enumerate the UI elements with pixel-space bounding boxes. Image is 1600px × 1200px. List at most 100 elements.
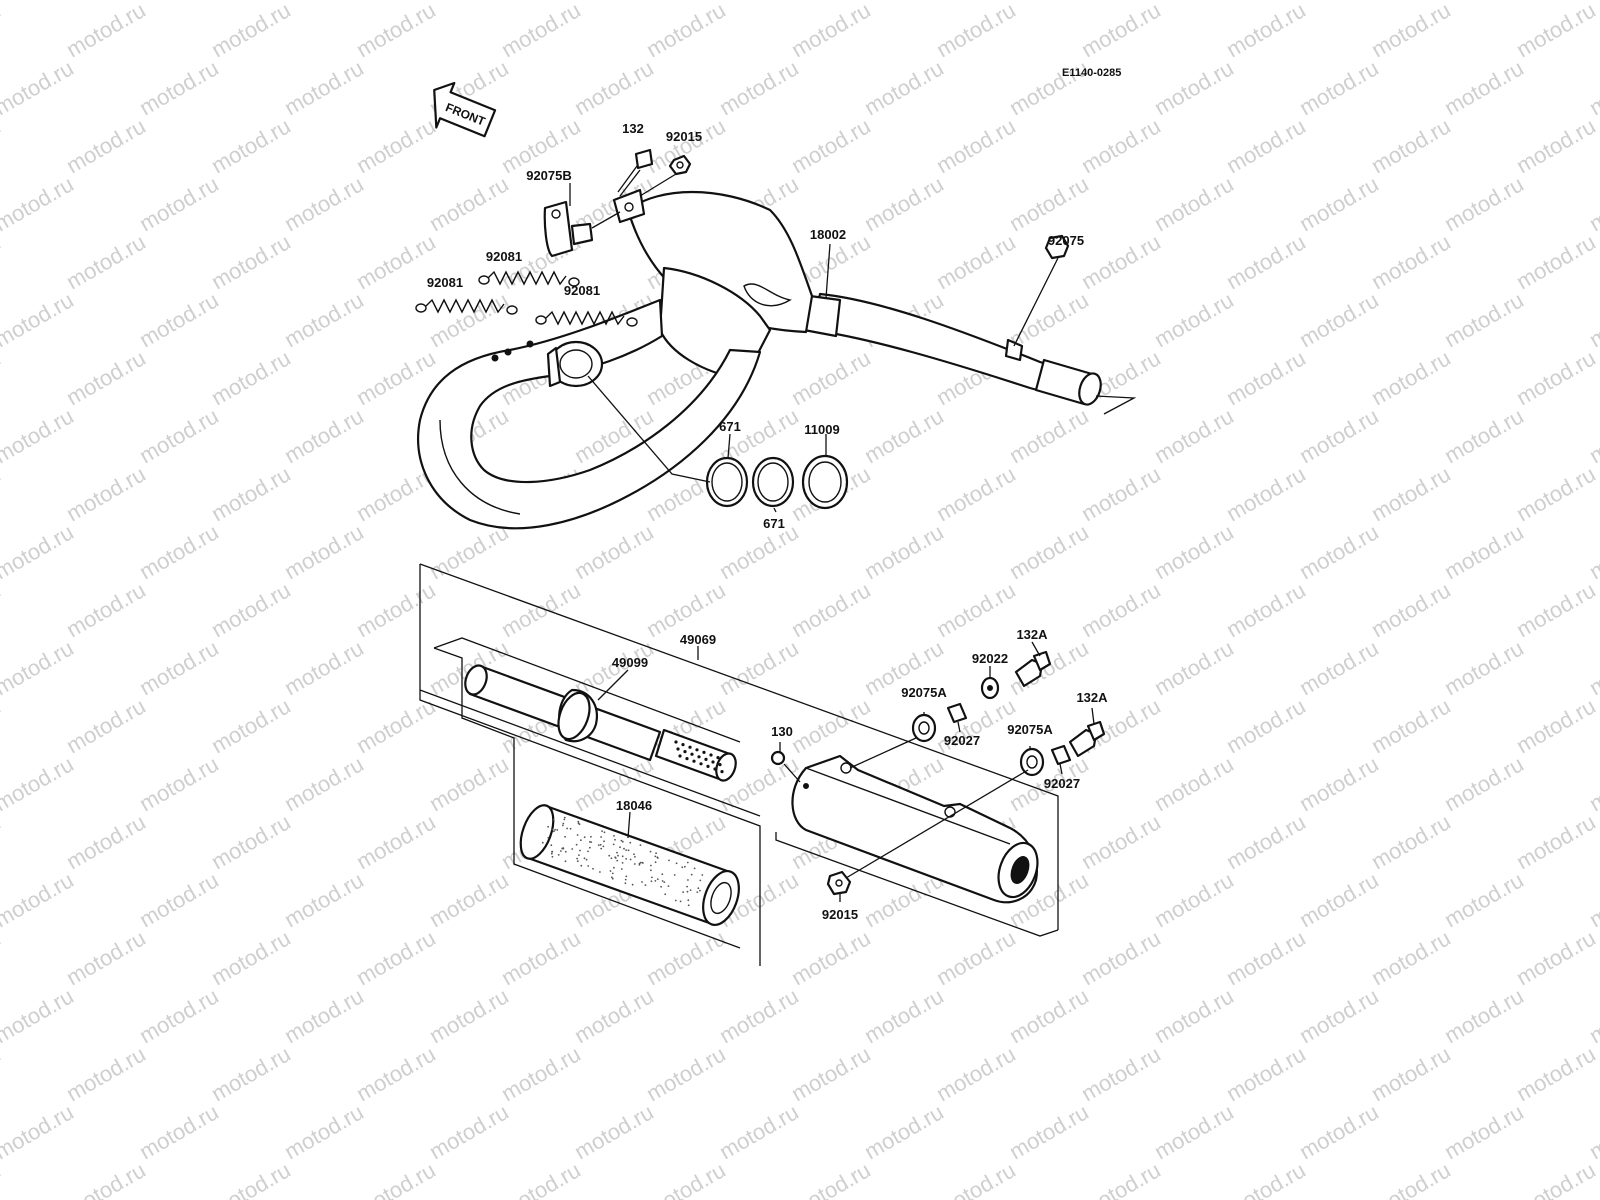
- packing-stipple: [656, 878, 659, 881]
- group-box-top-right: [419, 563, 1059, 930]
- perforation-dots: [674, 740, 724, 774]
- watermark-text: motod.ru: [1005, 403, 1093, 468]
- gaskets: [705, 454, 849, 510]
- packing-stipple: [686, 890, 689, 893]
- watermark-text: motod.ru: [570, 0, 658, 4]
- watermark-text: motod.ru: [207, 1157, 295, 1200]
- collar-92027-a-icon: [946, 702, 968, 724]
- nut-92015-top-hole: [676, 161, 684, 169]
- silencer-shell: [791, 754, 1038, 904]
- spring-hook-3: [526, 340, 534, 348]
- leader-92015-top: [639, 173, 677, 197]
- watermark-text: motod.ru: [1512, 113, 1600, 178]
- packing-stipple: [629, 858, 632, 861]
- packing-stipple: [564, 860, 567, 863]
- watermark-text: motod.ru: [207, 577, 295, 642]
- bolt-132: [617, 148, 654, 193]
- watermark-text: motod.ru: [1585, 635, 1600, 700]
- packing-stipple: [633, 863, 636, 865]
- watermark-text: motod.ru: [1222, 229, 1310, 294]
- packing-stipple: [624, 882, 627, 885]
- silencer-shell-edge: [805, 767, 1011, 845]
- packing-stipple: [563, 816, 566, 819]
- bolt-132-shank: [617, 165, 638, 193]
- perforation-dot: [706, 764, 710, 769]
- watermark-text: motod.ru: [1222, 0, 1310, 62]
- watermark-text: motod.ru: [425, 1099, 513, 1164]
- watermark-text: motod.ru: [425, 171, 513, 236]
- watermark-text: motod.ru: [1295, 519, 1383, 584]
- watermark-text: motod.ru: [1222, 345, 1310, 410]
- tailpipe-break-line: [1095, 395, 1137, 415]
- watermark-text: motod.ru: [207, 229, 295, 294]
- packing-stipple: [696, 891, 699, 893]
- packing-stipple: [554, 828, 556, 831]
- watermark-text: motod.ru: [642, 1041, 730, 1106]
- callout-671-a: 671: [719, 419, 741, 434]
- packing-stipple: [552, 818, 555, 821]
- watermark-text: motod.ru: [860, 0, 948, 4]
- leader-92075: [1013, 257, 1059, 347]
- packing-stipple: [627, 849, 630, 852]
- watermark-text: motod.ru: [1077, 113, 1165, 178]
- watermark-text: motod.ru: [62, 229, 150, 294]
- watermark-text: motod.ru: [642, 1157, 730, 1200]
- perforation-dot: [709, 753, 713, 757]
- packing-stipple: [689, 889, 692, 891]
- packing-stipple: [576, 860, 579, 863]
- grommet-92075A-b-icon: [1019, 747, 1045, 777]
- watermark-text: motod.ru: [1367, 1041, 1455, 1106]
- inlet-collar: [546, 346, 562, 388]
- leader-671-a: [727, 433, 731, 459]
- packing-stipple: [650, 864, 652, 867]
- packing-stipple: [684, 865, 686, 868]
- gasket-671-b: [751, 456, 795, 508]
- watermark-text: motod.ru: [1150, 55, 1238, 120]
- packing-stipple: [603, 840, 605, 843]
- expansion-chamber-18002: [417, 188, 1137, 530]
- packing-stipple: [541, 841, 544, 844]
- packing-stipple: [583, 836, 586, 839]
- packing-stipple: [661, 880, 664, 882]
- packing-stipple: [682, 891, 684, 893]
- packing-stipple: [556, 829, 559, 831]
- watermark-text: motod.ru: [0, 55, 78, 120]
- perforation-dot: [713, 767, 717, 771]
- watermark-text: motod.ru: [62, 693, 150, 758]
- watermark-text: motod.ru: [932, 925, 1020, 990]
- bolt-132A-b-head: [1086, 720, 1106, 742]
- callout-92022: 92022: [972, 651, 1008, 666]
- packing-stipple: [600, 847, 603, 850]
- watermark-text: motod.ru: [570, 983, 658, 1048]
- packing-stipple: [660, 885, 662, 888]
- packing-stipple: [608, 854, 611, 857]
- leader-gasket-path: [587, 375, 711, 483]
- watermark-text: motod.ru: [352, 925, 440, 990]
- watermark-text: motod.ru: [280, 751, 368, 816]
- callout-132: 132: [622, 121, 644, 136]
- packing-stipple: [578, 854, 580, 856]
- watermark-text: motod.ru: [1150, 287, 1238, 352]
- watermark-text: motod.ru: [0, 751, 78, 816]
- spring-left: [425, 298, 505, 314]
- diagram-code: E1140-0285: [1062, 67, 1121, 79]
- watermark-text: motod.ru: [1005, 519, 1093, 584]
- watermark-text: motod.ru: [1440, 0, 1528, 4]
- packing-stipple: [625, 875, 628, 878]
- packing-stipple: [690, 873, 693, 876]
- perforation-dot: [720, 770, 724, 774]
- gasket-671-a-inner: [711, 462, 743, 502]
- watermark-text: motod.ru: [1005, 287, 1093, 352]
- washer-92022: [980, 676, 1000, 700]
- inner-box-top: [433, 637, 741, 743]
- watermark-text: motod.ru: [570, 55, 658, 120]
- watermark-text: motod.ru: [0, 693, 5, 758]
- watermark-text: motod.ru: [1295, 0, 1383, 4]
- watermark-text: motod.ru: [135, 983, 223, 1048]
- watermark-text: motod.ru: [62, 461, 150, 526]
- watermark-text: motod.ru: [207, 0, 295, 62]
- packing-stipple: [654, 861, 657, 864]
- perforation-dot: [683, 750, 687, 754]
- bolt-132-head: [634, 148, 654, 170]
